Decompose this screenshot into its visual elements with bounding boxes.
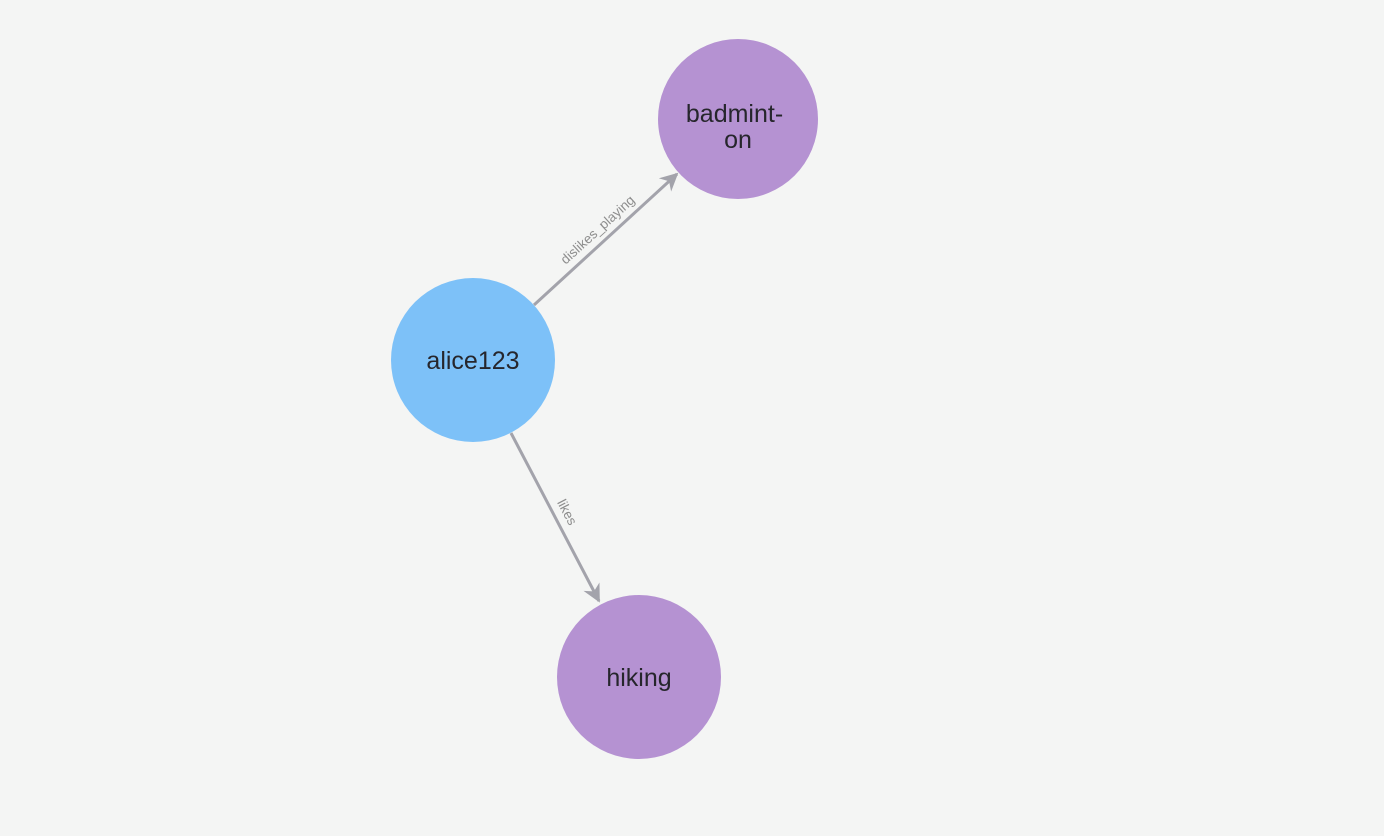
node-circle-badminton[interactable]	[658, 39, 818, 199]
node-circle-hiking[interactable]	[557, 595, 721, 759]
node-label-line: on	[724, 126, 752, 154]
node-circle-alice123[interactable]	[391, 278, 555, 442]
node-label-line: badmint-	[686, 100, 783, 128]
node-alice123[interactable]: alice123	[391, 278, 555, 442]
node-hiking[interactable]: hiking	[557, 595, 721, 759]
edge-line[interactable]	[509, 432, 601, 603]
edge-line[interactable]	[532, 172, 679, 307]
node-label-alice123: alice123	[426, 347, 519, 375]
node-label-badminton: badmint- on	[686, 100, 790, 154]
edge-dislikes-playing[interactable]: dislikes_playing	[532, 172, 679, 307]
node-label-hiking: hiking	[606, 664, 671, 692]
edge-likes[interactable]: likes	[509, 432, 601, 603]
node-badminton[interactable]: badmint- on	[658, 39, 818, 199]
edge-label-dislikes-playing: dislikes_playing	[558, 192, 638, 267]
